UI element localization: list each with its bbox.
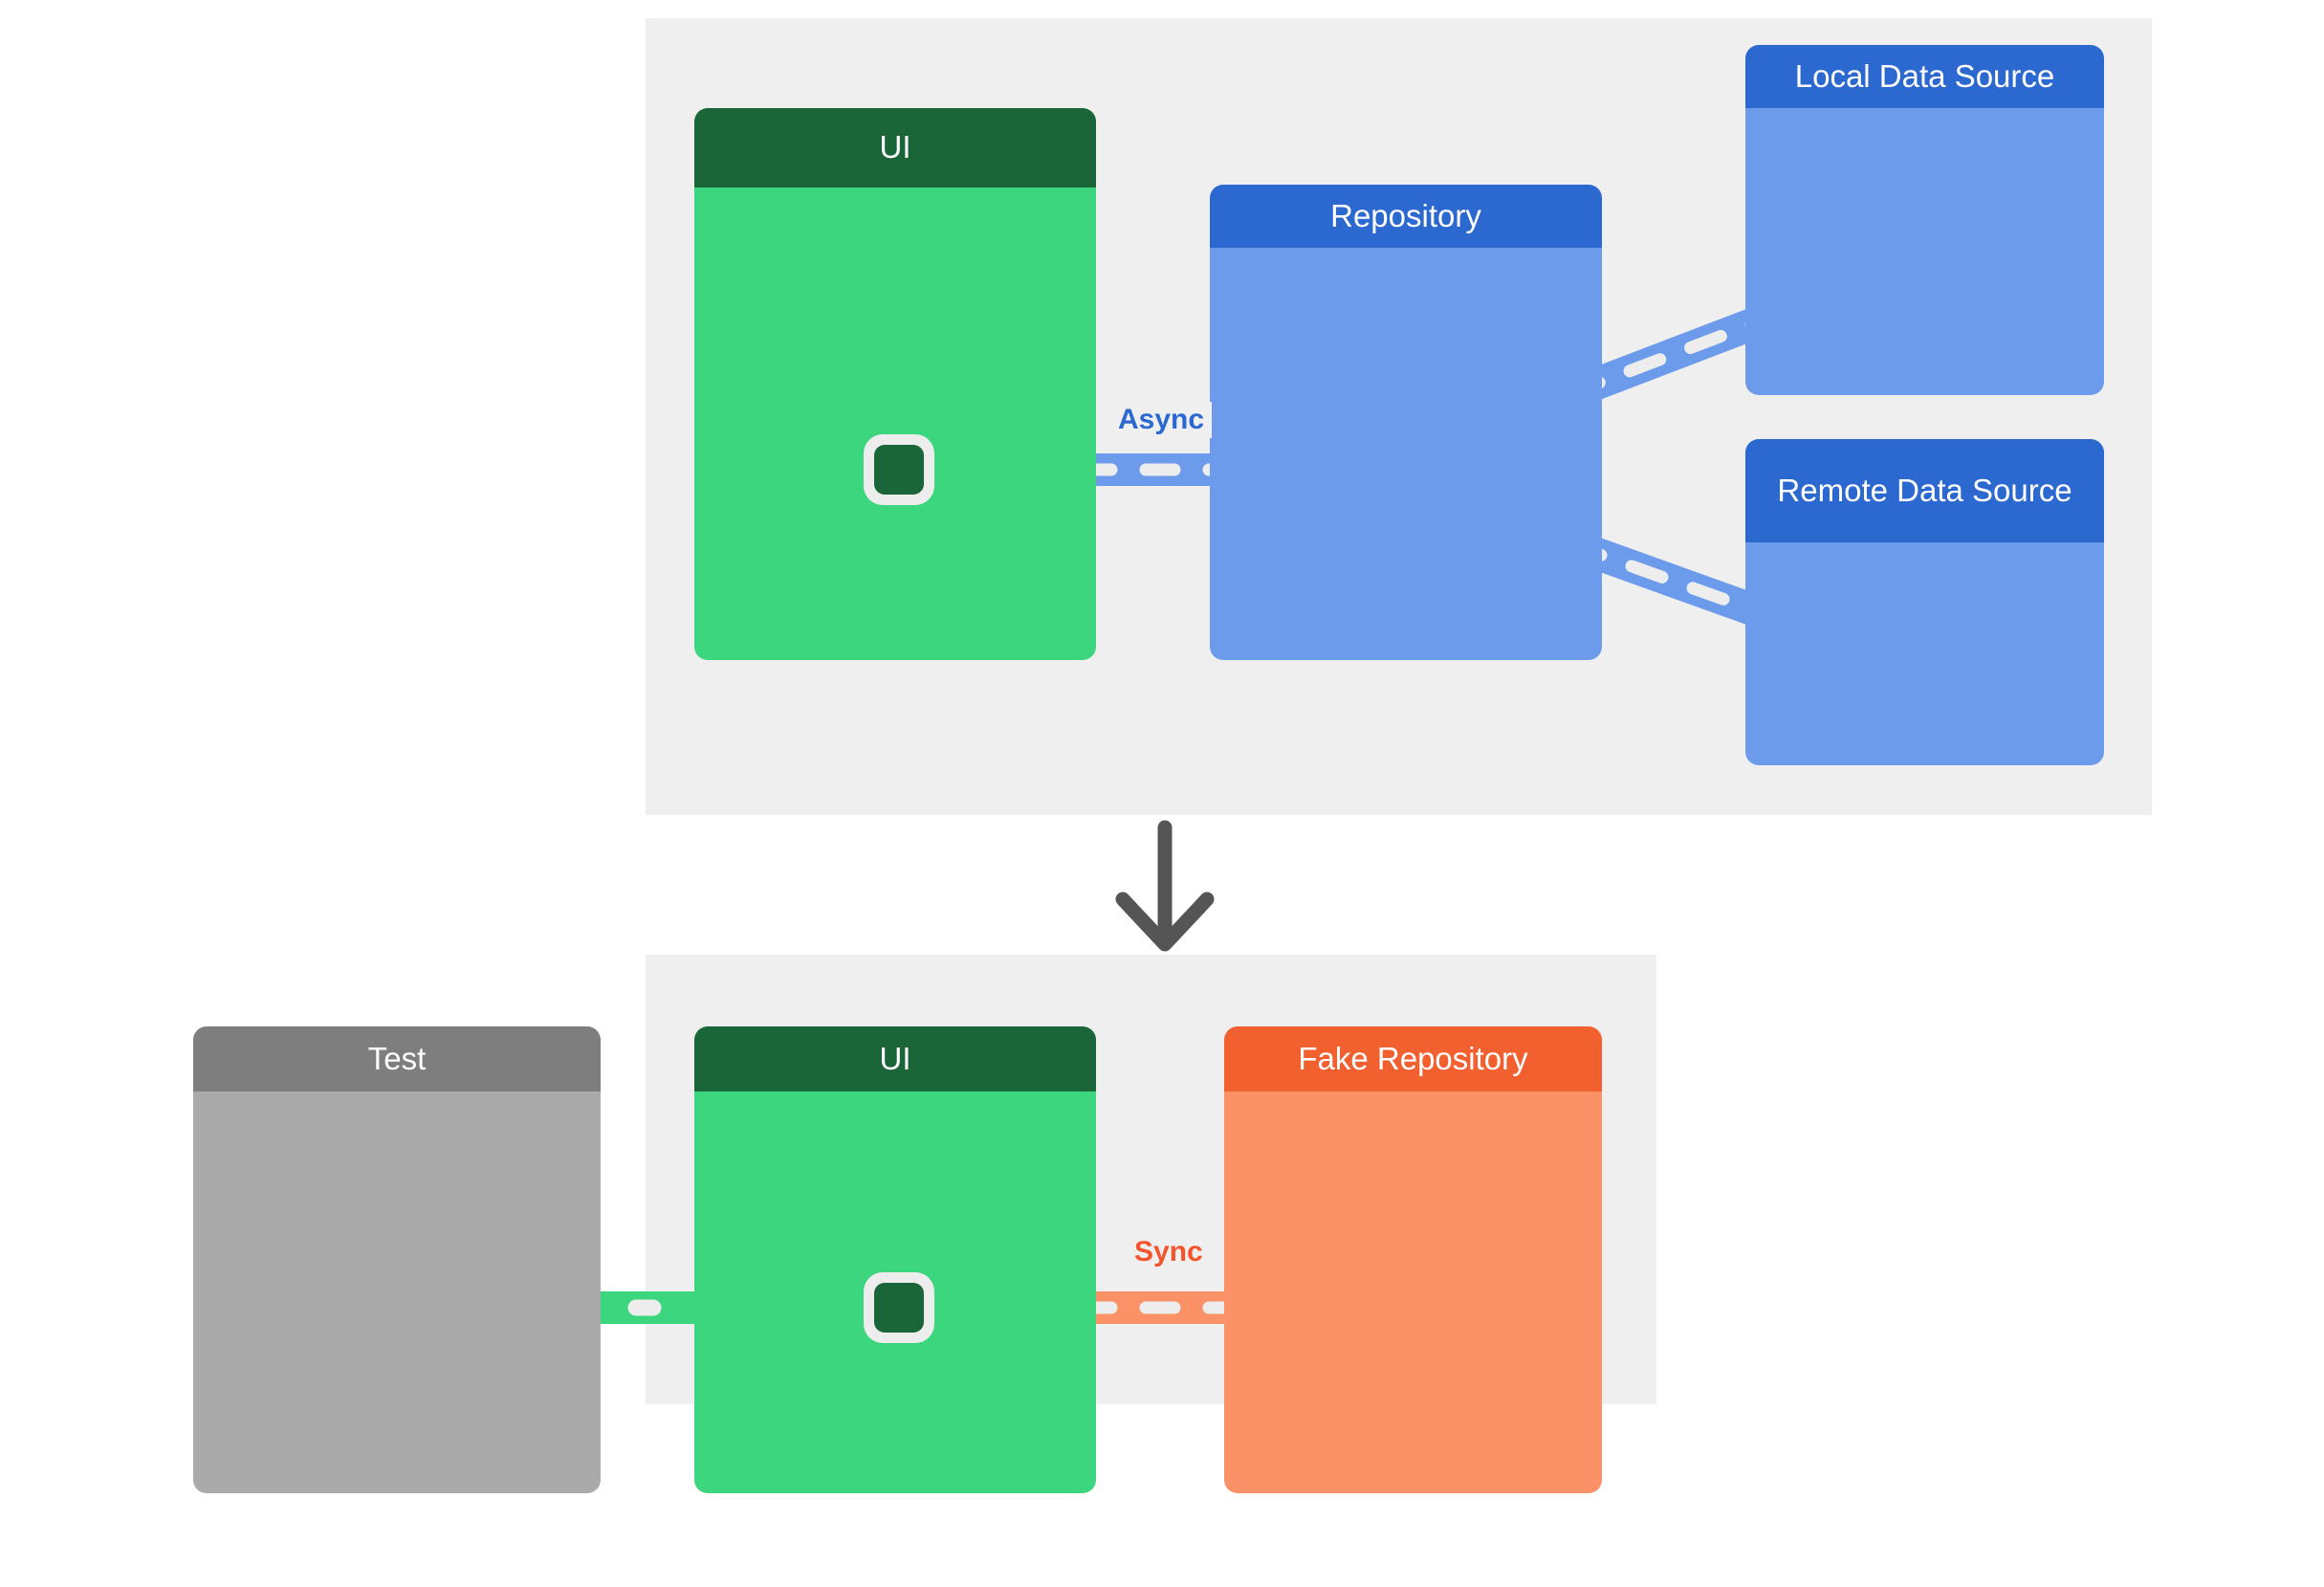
async-connector-label: Async [1110, 402, 1213, 438]
card-fake-repository[interactable]: Fake Repository [1224, 1026, 1602, 1493]
card-body [1210, 248, 1602, 660]
card-title: UI [694, 108, 1096, 187]
card-body [1224, 1091, 1602, 1493]
port-core [874, 445, 924, 495]
card-ui-production[interactable]: UI [694, 108, 1096, 660]
card-title: Fake Repository [1224, 1026, 1602, 1091]
rounded-square-port-icon [864, 1272, 934, 1343]
card-title: Local Data Source [1745, 45, 2104, 108]
card-body [1745, 542, 2104, 765]
port-core [874, 1283, 924, 1333]
card-repository[interactable]: Repository [1210, 185, 1602, 660]
down-arrow-icon [1115, 820, 1215, 952]
card-title: Remote Data Source [1745, 439, 2104, 542]
card-title: Repository [1210, 185, 1602, 248]
card-body [193, 1091, 601, 1493]
rounded-square-port-icon [864, 434, 934, 505]
sync-connector-label: Sync [1127, 1234, 1211, 1270]
card-remote-data-source[interactable]: Remote Data Source [1745, 439, 2104, 765]
card-local-data-source[interactable]: Local Data Source [1745, 45, 2104, 395]
card-title: Test [193, 1026, 601, 1091]
card-title: UI [694, 1026, 1096, 1091]
card-ui-test[interactable]: UI [694, 1026, 1096, 1493]
card-test[interactable]: Test [193, 1026, 601, 1493]
card-body [694, 187, 1096, 660]
card-body [1745, 108, 2104, 395]
